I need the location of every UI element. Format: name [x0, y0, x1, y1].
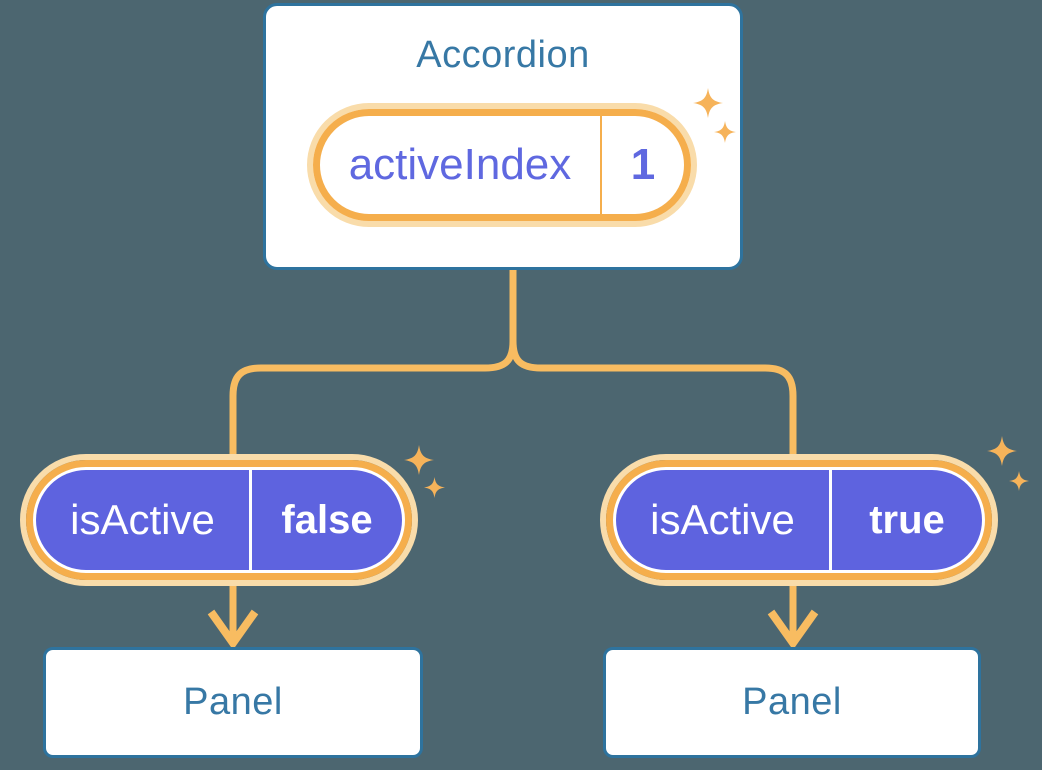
- connector-branch-left: [229, 340, 517, 458]
- prop-value: true: [869, 497, 945, 542]
- pill-divider: [829, 470, 832, 570]
- accordion-component-box: Accordion activeIndex 1: [263, 3, 743, 270]
- panel-box: Panel: [43, 647, 423, 758]
- sparkle-icon: [987, 436, 1017, 466]
- panel-box: Panel: [603, 647, 981, 758]
- prop-name: isActive: [70, 496, 215, 543]
- state-pill: activeIndex 1: [307, 103, 697, 227]
- prop-name: isActive: [650, 496, 795, 543]
- connector-branch-right: [509, 340, 797, 458]
- pill-divider: [600, 116, 602, 214]
- sparkle-icon: [693, 88, 723, 118]
- prop-pill-body: isActive true: [606, 460, 992, 580]
- arrow-down-icon: [207, 609, 259, 650]
- state-name: activeIndex: [348, 140, 572, 189]
- sparkle-icon: [714, 121, 736, 143]
- prop-pill-body: isActive false: [26, 460, 412, 580]
- prop-pill-false: isActive false: [20, 454, 418, 586]
- prop-value: false: [281, 497, 373, 542]
- pill-divider: [249, 470, 252, 570]
- prop-pill-true: isActive true: [600, 454, 998, 586]
- sparkle-icon: [1009, 471, 1029, 491]
- arrow-down-icon: [767, 609, 819, 650]
- prop-pill-inner: isActive false: [36, 470, 402, 570]
- accordion-title: Accordion: [416, 34, 590, 76]
- sparkle-icon: [404, 445, 434, 475]
- state-value: 1: [630, 140, 656, 189]
- state-pill-body: activeIndex 1: [313, 109, 691, 221]
- sparkle-icon: [424, 477, 445, 498]
- prop-pill-inner: isActive true: [616, 470, 982, 570]
